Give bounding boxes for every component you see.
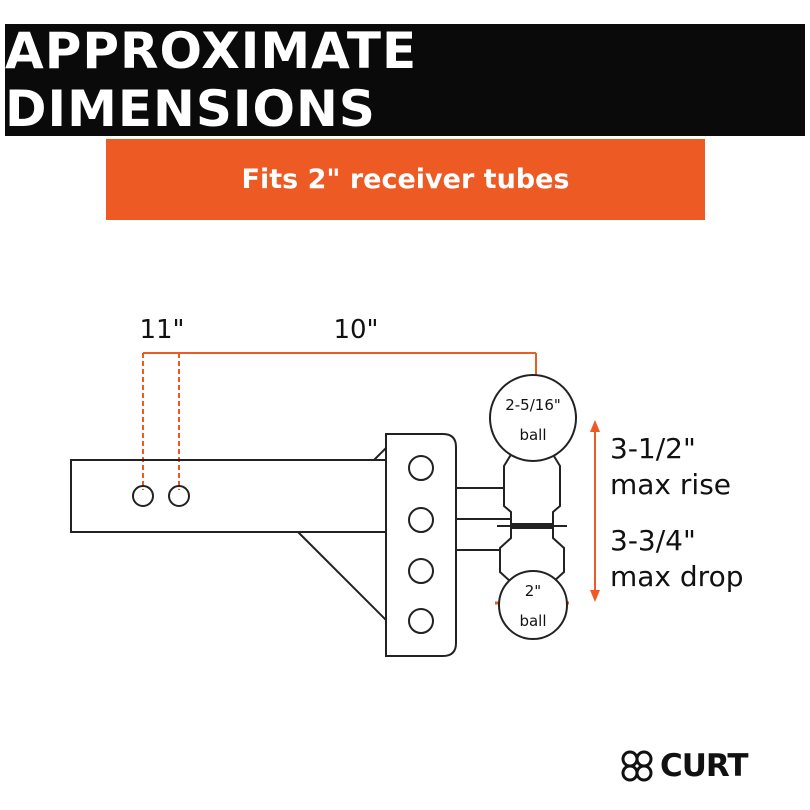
arrow-down bbox=[590, 590, 600, 602]
page-title: APPROXIMATE DIMENSIONS bbox=[5, 22, 418, 138]
plate-hole-3 bbox=[408, 558, 434, 584]
plate-hole-2 bbox=[408, 507, 434, 533]
gusset-diagonal bbox=[297, 531, 387, 621]
title-banner: APPROXIMATE DIMENSIONS bbox=[5, 22, 805, 138]
plate-hole-1 bbox=[408, 455, 434, 481]
ball-bottom-word-label: ball bbox=[519, 612, 546, 630]
curt-wordmark: CURT bbox=[660, 748, 749, 784]
dim-label-long: 10" bbox=[333, 315, 378, 345]
plate-outline bbox=[385, 433, 457, 657]
page-subtitle: Fits 2" receiver tubes bbox=[241, 164, 570, 195]
shank-tube bbox=[70, 459, 387, 533]
ball-top bbox=[489, 374, 577, 462]
drop-mount-plate bbox=[385, 433, 457, 657]
rise-value-label: 3-1/2" bbox=[610, 432, 696, 465]
drop-text-label: max drop bbox=[610, 560, 743, 593]
arrow-up bbox=[590, 420, 600, 432]
gusset-top bbox=[373, 447, 387, 461]
ball-top-size-label: 2-5/16" bbox=[505, 396, 561, 414]
ball-bottom bbox=[498, 570, 568, 640]
ball-top-shank bbox=[503, 447, 561, 525]
curt-logo-icon bbox=[621, 750, 653, 782]
subtitle-banner: Fits 2" receiver tubes bbox=[106, 139, 705, 220]
ball-carrier bbox=[455, 374, 577, 640]
pin-hole-right bbox=[168, 485, 190, 507]
dim-label-short: 11" bbox=[139, 315, 184, 345]
hitch-shank bbox=[70, 447, 387, 621]
pin-hole-left bbox=[132, 485, 154, 507]
drop-value-label: 3-3/4" bbox=[610, 524, 696, 557]
ball-bottom-size-label: 2" bbox=[525, 582, 541, 600]
curt-logo: CURT bbox=[620, 744, 749, 788]
ball-top-word-label: ball bbox=[519, 426, 546, 444]
plate-hole-4 bbox=[408, 608, 434, 634]
rise-text-label: max rise bbox=[610, 468, 731, 501]
